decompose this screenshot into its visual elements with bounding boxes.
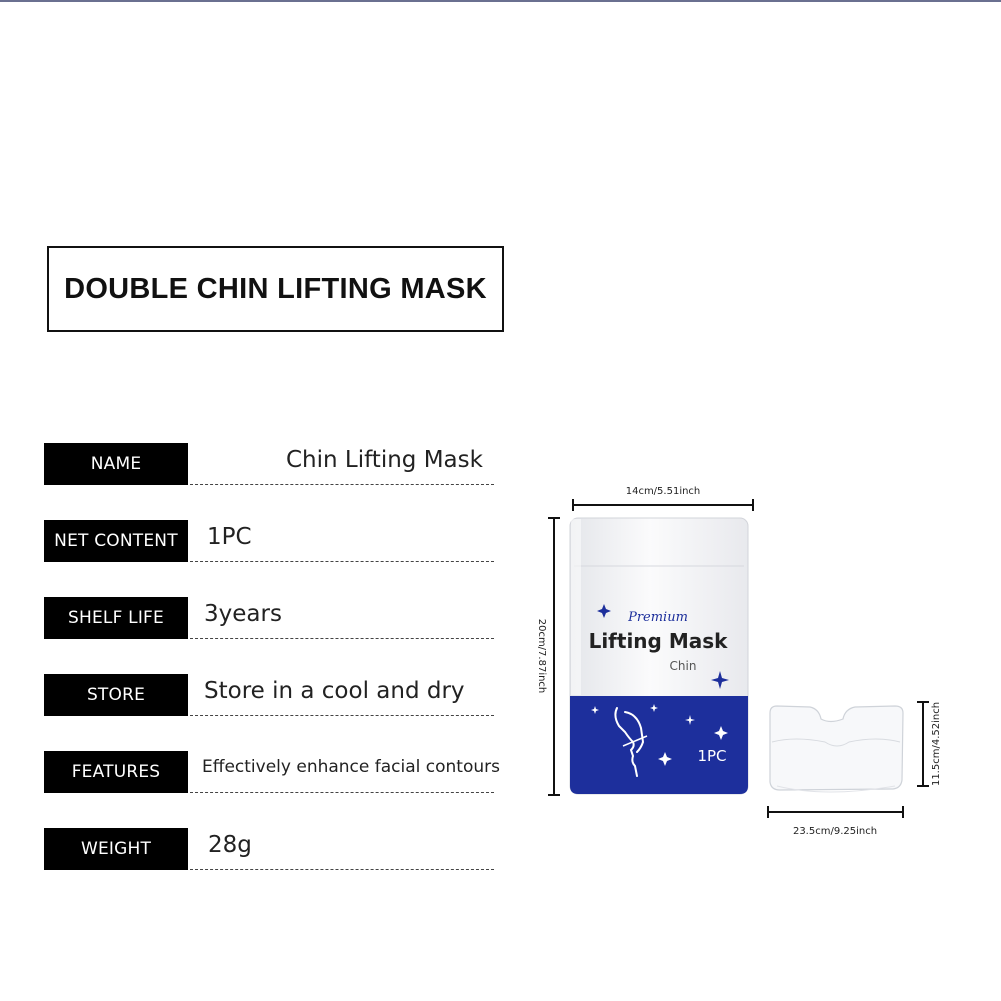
spec-value-weight: 28g — [208, 832, 252, 858]
dotted-divider — [190, 869, 494, 870]
dotted-divider — [190, 561, 494, 562]
package-sub-text: Chin — [670, 659, 697, 673]
spec-value-shelf-life: 3years — [204, 601, 282, 627]
spec-row-name: NAME Chin Lifting Mask — [44, 443, 494, 487]
package-height-label: 20cm/7.87inch — [536, 619, 547, 694]
spec-label-shelf-life: SHELF LIFE — [44, 597, 188, 639]
spec-label-store: STORE — [44, 674, 188, 716]
spec-label-net-content: NET CONTENT — [44, 520, 188, 562]
mask-sheet — [769, 705, 904, 793]
dotted-divider — [190, 484, 494, 485]
page-title: DOUBLE CHIN LIFTING MASK — [64, 272, 487, 305]
dotted-divider — [190, 792, 494, 793]
spec-row-features: FEATURES Effectively enhance facial cont… — [44, 751, 500, 795]
package-width-dimension: 14cm/5.51inch — [572, 486, 754, 511]
mask-height-label: 11.5cm/4.52inch — [931, 702, 942, 786]
package-count-text: 1PC — [697, 747, 726, 765]
spec-label-name: NAME — [44, 443, 188, 485]
package-height-dimension: 20cm/7.87inch — [536, 517, 560, 796]
mask-width-label: 23.5cm/9.25inch — [793, 826, 877, 837]
top-border-line — [0, 0, 1001, 2]
spec-value-features: Effectively enhance facial contours — [202, 757, 500, 777]
dotted-divider — [190, 638, 494, 639]
package-brand-text: Lifting Mask — [589, 629, 729, 653]
package-width-label: 14cm/5.51inch — [626, 486, 701, 497]
title-box: DOUBLE CHIN LIFTING MASK — [47, 246, 504, 332]
mask-height-dimension: 11.5cm/4.52inch — [917, 701, 942, 787]
package-pouch: Premium Lifting Mask Chin 1PC — [569, 517, 749, 795]
mask-width-dimension: 23.5cm/9.25inch — [767, 806, 904, 837]
spec-label-features: FEATURES — [44, 751, 188, 793]
package-premium-text: Premium — [627, 610, 688, 625]
product-drawing: 14cm/5.51inch 20cm/7.87inch Premium Lift… — [536, 486, 942, 837]
spec-label-weight: WEIGHT — [44, 828, 188, 870]
spec-row-shelf-life: SHELF LIFE 3years — [44, 597, 494, 641]
sparkle-icon — [591, 704, 728, 766]
dotted-divider — [190, 715, 494, 716]
spec-value-store: Store in a cool and dry — [204, 678, 465, 704]
spec-value-name: Chin Lifting Mask — [286, 447, 483, 473]
spec-row-weight: WEIGHT 28g — [44, 828, 494, 872]
spec-row-net-content: NET CONTENT 1PC — [44, 520, 494, 564]
spec-value-net-content: 1PC — [207, 524, 252, 550]
sparkle-icon — [597, 604, 729, 689]
product-illustration: 14cm/5.51inch 20cm/7.87inch Premium Lift… — [525, 480, 1001, 840]
spec-row-store: STORE Store in a cool and dry — [44, 674, 494, 718]
